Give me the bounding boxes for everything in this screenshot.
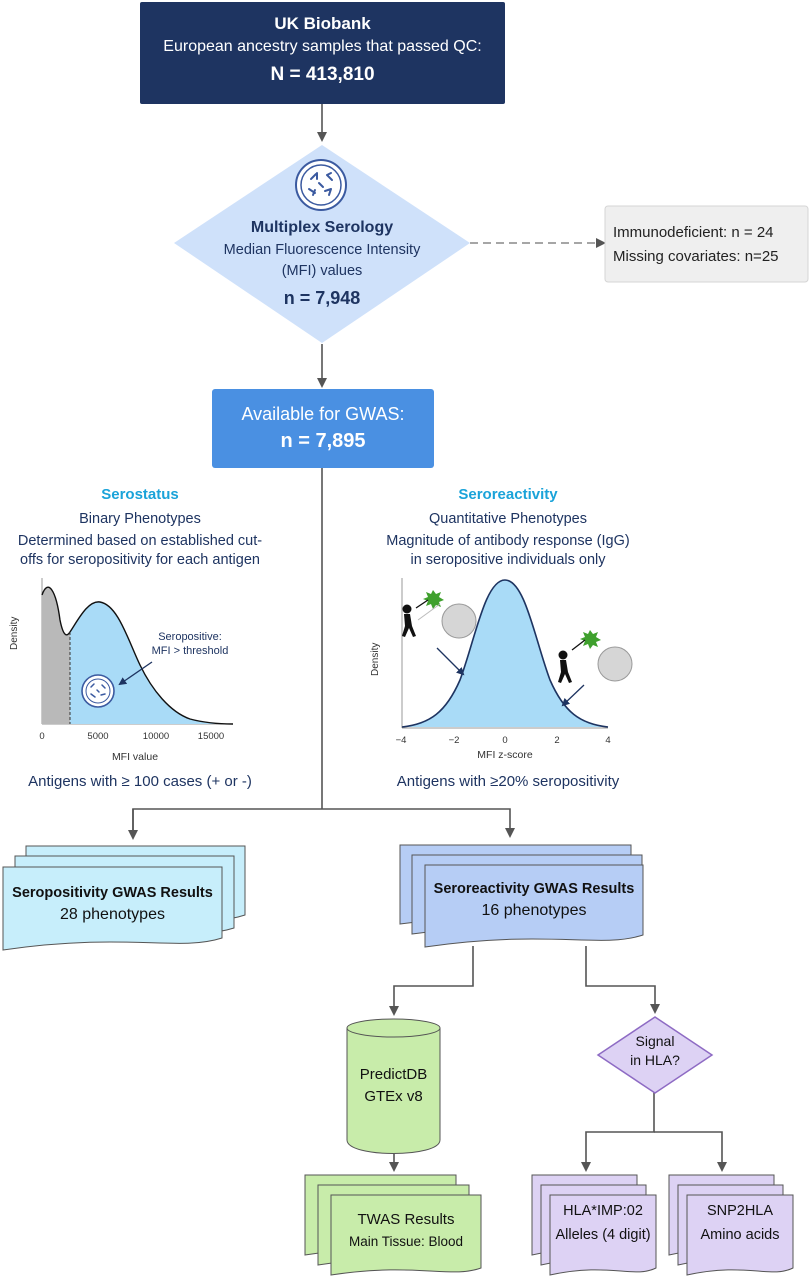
serostatus-tick-2: 10000	[142, 731, 170, 742]
hla-signal-line2: in HLA?	[630, 1052, 680, 1068]
predictdb-sub: GTEx v8	[364, 1088, 423, 1105]
serostatus-title: Serostatus	[101, 486, 179, 503]
seronegative-area	[42, 587, 70, 724]
serology-line2: (MFI) values	[281, 263, 363, 279]
pointer-arrow-left	[436, 647, 465, 676]
uk-biobank-subtitle: European ancestry samples that passed QC…	[163, 38, 482, 55]
serostatus-xlabel: MFI value	[111, 751, 159, 763]
seroreactivity-results-sub: 16 phenotypes	[481, 902, 587, 919]
twas-sub: Main Tissue: Blood	[348, 1234, 464, 1249]
serology-count: n = 7,948	[283, 288, 361, 308]
gaussian-area	[402, 580, 608, 727]
seroreactivity-tick-4: 4	[605, 735, 611, 746]
exclusions-immunodeficient: Immunodeficient: n = 24	[613, 224, 774, 241]
seropositivity-results-stack	[2, 845, 246, 951]
seroreactivity-results-title: Seroreactivity GWAS Results	[433, 881, 635, 897]
gwas-label: Available for GWAS:	[241, 404, 405, 424]
predictdb-cylinder	[346, 1018, 441, 1154]
arrow-hlaimp	[581, 1092, 655, 1172]
predictdb-title: PredictDB	[359, 1066, 428, 1083]
serostatus-density-curve	[41, 586, 234, 725]
pointer-arrow-right	[561, 684, 585, 707]
exclusions-missing-covariates: Missing covariates: n=25	[613, 248, 779, 265]
virus-left-arrow	[415, 599, 429, 609]
hla-signal-line1: Signal	[635, 1033, 675, 1049]
seroreactivity-xlabel: MFI z-score	[477, 749, 533, 761]
person-right-icon	[558, 650, 572, 683]
snp2hla-sub: Amino acids	[700, 1227, 780, 1243]
seroreactivity-desc1: Magnitude of antibody response (IgG)	[386, 533, 630, 549]
seropositive-annotation-1: Seropositive:	[158, 631, 222, 643]
twas-title: TWAS Results	[357, 1211, 455, 1228]
seropositive-annotation-2: MFI > threshold	[151, 645, 229, 657]
uk-biobank-count: N = 413,810	[270, 64, 375, 85]
uk-biobank-title: UK Biobank	[274, 14, 371, 33]
virus-plate-icon	[295, 159, 347, 211]
seroreactivity-plot	[401, 578, 633, 729]
antibody-circle-right	[597, 646, 633, 682]
serostatus-subtitle: Binary Phenotypes	[79, 511, 201, 527]
seroreactivity-subtitle: Quantitative Phenotypes	[429, 511, 587, 527]
serostatus-ylabel: Density	[9, 616, 20, 650]
serostatus-desc1: Determined based on established cut-	[17, 533, 263, 549]
arrow-hla	[585, 946, 660, 1014]
seroreactivity-tick-3: 2	[554, 735, 560, 746]
hlaimp-title: HLA*IMP:02	[563, 1203, 643, 1219]
plate-icon-small	[81, 674, 115, 708]
hlaimp-results-stack	[531, 1174, 657, 1276]
annotation-arrow	[118, 661, 153, 686]
seroreactivity-footer: Antigens with ≥20% seropositivity	[396, 773, 620, 790]
seroreactivity-ylabel: Density	[370, 642, 381, 676]
seroreactivity-desc2: in seropositive individuals only	[410, 552, 606, 568]
split-line	[132, 808, 515, 838]
gwas-count: n = 7,895	[280, 430, 366, 452]
person-left-icon	[402, 604, 416, 637]
serostatus-footer: Antigens with ≥ 100 cases (+ or -)	[28, 773, 252, 790]
seroreactivity-tick-1: −2	[448, 735, 460, 746]
serology-title: Multiplex Serology	[250, 219, 394, 236]
seropositivity-results-sub: 28 phenotypes	[60, 906, 165, 923]
antibody-circle-left	[441, 603, 477, 639]
zoom-line-left	[417, 603, 441, 621]
seroreactivity-tick-0: −4	[395, 735, 407, 746]
uk-biobank-box	[140, 2, 505, 104]
virus-right-icon	[580, 630, 601, 649]
virus-left-icon	[423, 590, 444, 609]
exclusions-box	[604, 205, 809, 283]
seropositivity-results-title: Seropositivity GWAS Results	[12, 885, 213, 901]
serology-line1: Median Fluorescence Intensity	[223, 242, 421, 258]
seroreactivity-tick-2: 0	[502, 735, 508, 746]
gaussian-curve	[401, 579, 609, 728]
snp2hla-title: SNP2HLA	[706, 1203, 774, 1219]
serology-diamond	[174, 145, 470, 343]
serostatus-desc2: offs for seropositivity for each antigen	[20, 552, 260, 568]
arrow-snp2hla	[654, 1131, 727, 1172]
serostatus-tick-3: 15000	[197, 731, 225, 742]
arrow-predictdb	[389, 946, 474, 1016]
gwas-box	[212, 389, 434, 468]
serostatus-tick-1: 5000	[87, 731, 109, 742]
seroreactivity-title: Seroreactivity	[458, 486, 558, 503]
hla-signal-diamond	[596, 1016, 714, 1094]
virus-right-arrow	[571, 639, 586, 651]
twas-results-stack	[304, 1174, 482, 1276]
serostatus-plot	[41, 578, 234, 725]
connectors	[128, 104, 727, 1172]
serostatus-tick-0: 0	[39, 731, 45, 742]
seroreactivity-results-stack	[399, 844, 644, 948]
snp2hla-results-stack	[668, 1174, 794, 1276]
hlaimp-sub: Alleles (4 digit)	[555, 1227, 651, 1243]
